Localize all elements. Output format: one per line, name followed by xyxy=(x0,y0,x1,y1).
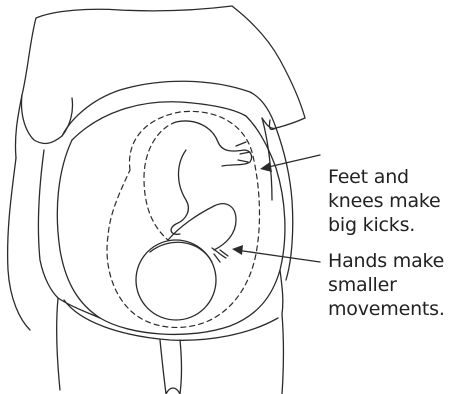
arrow-hands-line xyxy=(236,250,320,262)
label-line: knees make xyxy=(328,189,452,213)
label-line: big kicks. xyxy=(328,213,452,237)
baby-foot xyxy=(236,142,250,162)
baby-leg-upper xyxy=(176,121,252,166)
shirt-hem xyxy=(62,81,276,136)
baby-body xyxy=(168,204,236,250)
left-sleeve xyxy=(22,95,73,143)
label-line: Feet and xyxy=(328,165,452,189)
pants-center xyxy=(160,340,182,394)
waistband xyxy=(57,270,284,394)
baby-leg-lower xyxy=(171,150,188,234)
arrow-feet-head xyxy=(260,162,272,172)
arrow-feet-line xyxy=(264,155,320,168)
label-line: Hands make xyxy=(328,249,452,273)
baby-back xyxy=(144,122,176,240)
label-line: smaller xyxy=(328,273,452,297)
arrow-hands-head xyxy=(232,245,243,255)
left-arm xyxy=(8,150,58,330)
label-feet-knees: Feet and knees make big kicks. xyxy=(328,165,452,237)
label-line: movements. xyxy=(328,297,452,321)
baby-face xyxy=(150,242,212,262)
baby-hand xyxy=(212,248,228,262)
label-hands: Hands make smaller movements. xyxy=(328,249,452,321)
